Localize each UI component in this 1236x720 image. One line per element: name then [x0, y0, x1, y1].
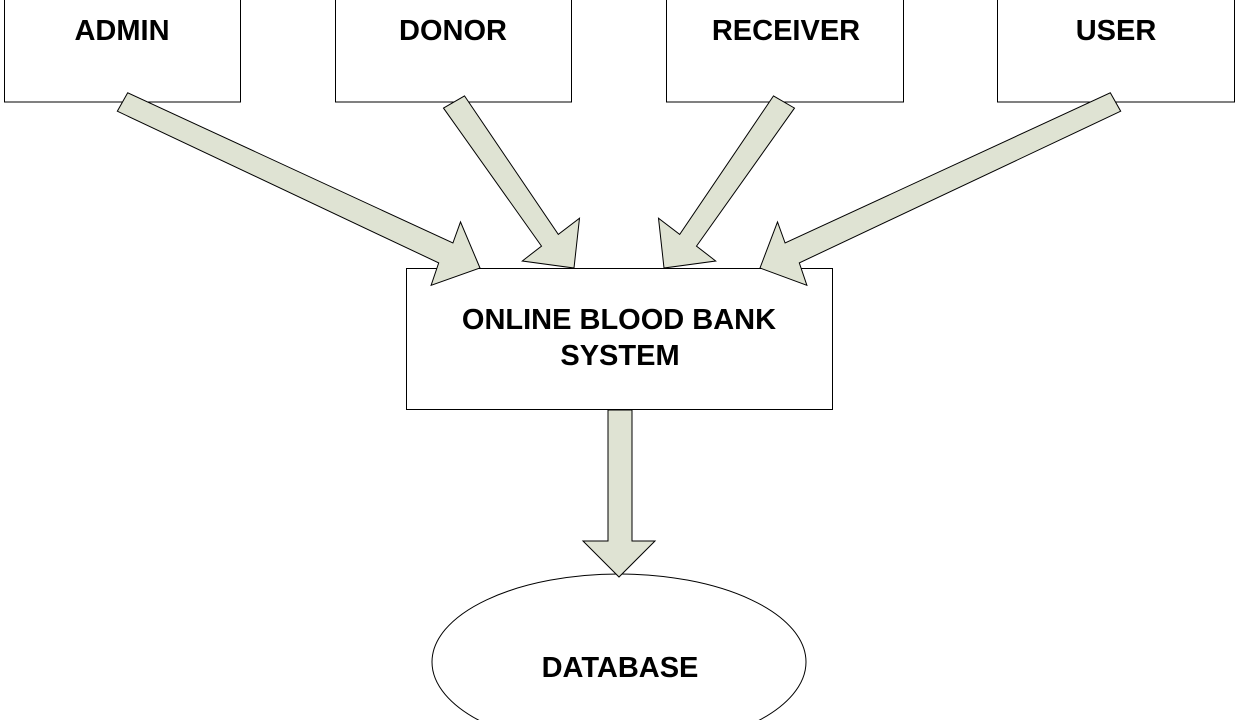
actor-receiver-box: [666, 0, 904, 103]
actor-admin-label: ADMIN: [74, 15, 169, 47]
actor-admin: ADMIN: [4, 0, 241, 103]
system-box: [406, 268, 833, 410]
flow-arrows: [116, 92, 1122, 578]
system-label-line1: ONLINE BLOOD BANK: [462, 304, 776, 336]
database-ellipse: [431, 573, 807, 720]
system-label-line2: SYSTEM: [560, 340, 679, 372]
actor-donor-box: [335, 0, 572, 103]
database-node: DATABASE: [431, 573, 807, 720]
database-label: DATABASE: [542, 652, 699, 684]
actor-user-box: [997, 0, 1235, 103]
arrow-donor-to-system: [442, 95, 581, 269]
actor-donor: DONOR: [335, 0, 572, 103]
arrow-user-to-system: [759, 92, 1122, 287]
arrow-receiver-to-system: [657, 95, 796, 269]
actor-user: USER: [997, 0, 1235, 103]
arrow-admin-to-system: [116, 92, 481, 287]
actor-receiver: RECEIVER: [666, 0, 904, 103]
system-node: ONLINE BLOOD BANK SYSTEM: [406, 268, 833, 410]
actor-receiver-label: RECEIVER: [712, 15, 860, 47]
actor-admin-box: [4, 0, 241, 103]
actor-donor-label: DONOR: [399, 15, 507, 47]
actor-user-label: USER: [1076, 15, 1157, 47]
arrow-system-to-database: [581, 409, 657, 578]
